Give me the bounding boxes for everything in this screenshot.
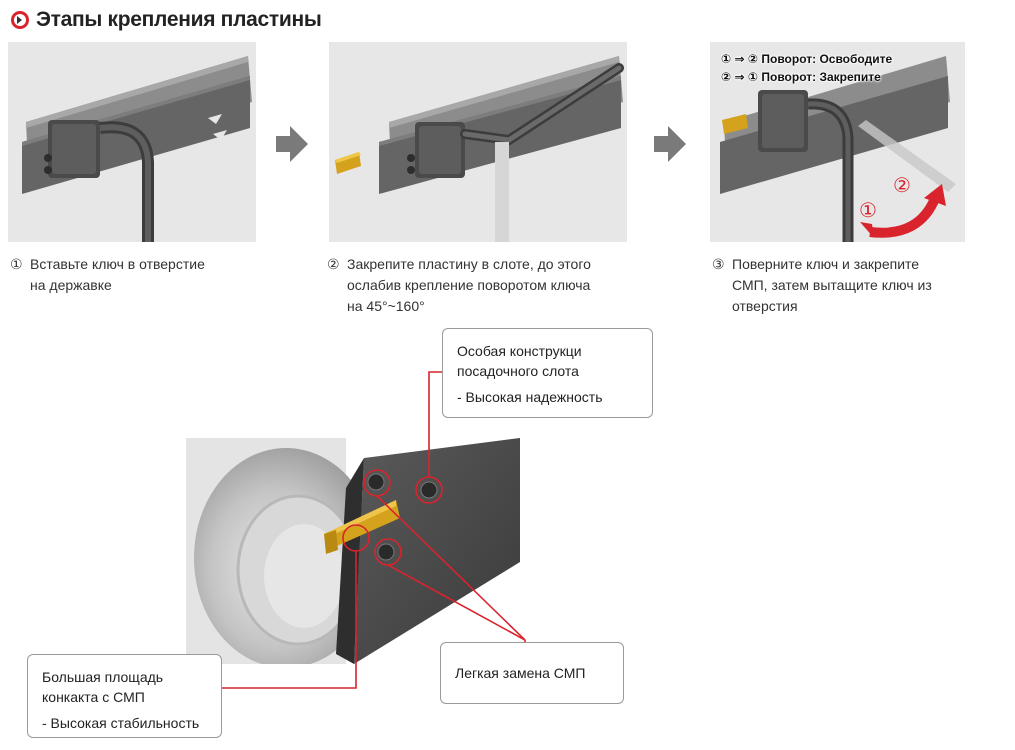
- step-2-number: ②: [327, 256, 340, 272]
- easy-replace-callout: Легкая замена СМП: [440, 642, 624, 704]
- step-3-fasten-label: ② ⇒ ① Поворот: Закрепите: [721, 70, 881, 84]
- contact-area-title: Большая площадь конкакта с СМП: [42, 669, 164, 705]
- step-3-image: [710, 42, 965, 242]
- step-3-caption: ③ Поверните ключ и закрепите СМП, затем …: [712, 254, 932, 317]
- rotation-marker-2: ②: [893, 175, 911, 197]
- step-3-text: Поверните ключ и закрепите СМП, затем вы…: [732, 256, 932, 314]
- step-1-number: ①: [10, 256, 23, 272]
- step-2-text: Закрепите пластину в слоте, до этого осл…: [347, 256, 591, 314]
- page-header: Этапы крепления пластины: [10, 8, 322, 32]
- slot-design-title: Особая конструкци посадочного слота: [457, 343, 582, 379]
- slot-design-callout: Особая конструкци посадочного слота - Вы…: [442, 328, 653, 418]
- step-2-caption: ② Закрепите пластину в слоте, до этого о…: [327, 254, 591, 317]
- contact-area-callout: Большая площадь конкакта с СМП - Высокая…: [27, 654, 222, 738]
- easy-replace-title: Легкая замена СМП: [455, 665, 586, 681]
- contact-area-bullet: - Высокая стабильность: [42, 715, 200, 731]
- page-title: Этапы крепления пластины: [36, 8, 322, 31]
- step-1-text: Вставьте ключ в отверстие на державке: [30, 256, 205, 293]
- step-3-release-label: ① ⇒ ② Поворот: Освободите: [721, 52, 893, 66]
- step-1-caption: ① Вставьте ключ в отверстие на державке: [10, 254, 205, 296]
- next-step-arrow-icon: [654, 126, 686, 162]
- step-1-image: [8, 42, 256, 242]
- next-step-arrow-icon: [276, 126, 308, 162]
- rotation-marker-1: ①: [859, 200, 877, 222]
- step-3-number: ③: [712, 256, 725, 272]
- slot-design-bullet: - Высокая надежность: [457, 389, 603, 405]
- red-circle-arrow-icon: [11, 11, 29, 29]
- step-2-image: [329, 42, 627, 242]
- insert-holder-render: [186, 438, 520, 664]
